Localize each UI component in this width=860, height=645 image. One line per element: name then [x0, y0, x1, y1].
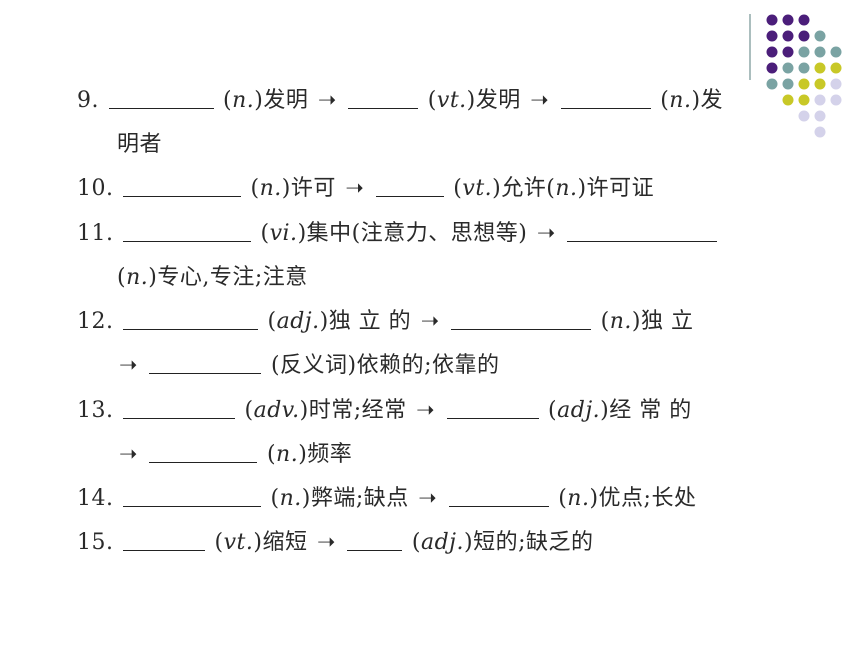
exercise-line-13: 13. (adv.)时常;经常 ➝ (adj.)经 常 的 [77, 398, 692, 423]
answer-blank[interactable] [446, 398, 539, 419]
item-number: 14. [77, 486, 114, 511]
decorative-dot [782, 62, 794, 74]
arrow-icon: ➝ [119, 353, 138, 378]
part-of-speech: vt. [436, 88, 467, 113]
exercise-line-15: 15. (vt.)缩短 ➝ (adj.)短的;缺乏的 [77, 530, 594, 555]
part-of-speech: n. [126, 265, 149, 290]
item-number: 13. [77, 398, 114, 423]
item-number: 9. [77, 88, 99, 113]
exercise-line-9-continued: 明者 [117, 132, 163, 157]
part-of-speech: n. [232, 88, 255, 113]
decorative-dot [798, 62, 810, 74]
part-of-speech: n. [259, 176, 282, 201]
answer-blank[interactable] [348, 88, 419, 109]
answer-blank[interactable] [108, 88, 214, 109]
decorative-dot [798, 14, 810, 26]
decorative-dot [782, 78, 794, 90]
exercise-line-10: 10. (n.)许可 ➝ (vt.)允许(n.)许可证 [77, 176, 655, 201]
answer-blank[interactable] [448, 486, 549, 507]
arrow-icon: ➝ [317, 88, 337, 113]
arrow-icon: ➝ [316, 530, 336, 555]
exercise-line-14: 14. (n.)弊端;缺点 ➝ (n.)优点;长处 [77, 486, 697, 511]
decorative-dot [814, 30, 826, 42]
answer-blank[interactable] [375, 176, 444, 197]
part-of-speech: n. [609, 309, 632, 334]
answer-blank[interactable] [149, 353, 262, 374]
decorative-dot [830, 62, 842, 74]
part-of-speech: n. [276, 442, 299, 467]
part-of-speech: adj. [557, 398, 601, 423]
part-of-speech: vt. [223, 530, 254, 555]
part-of-speech: n. [279, 486, 302, 511]
part-of-speech: n. [669, 88, 692, 113]
item-number: 12. [77, 309, 114, 334]
decorative-dot [814, 94, 826, 106]
part-of-speech: adj. [420, 530, 464, 555]
exercise-line-11: 11. (vi.)集中(注意力、思想等) ➝ [77, 221, 719, 247]
item-number: 11. [77, 221, 114, 246]
decorative-dot [814, 110, 826, 122]
answer-blank[interactable] [123, 309, 258, 330]
part-of-speech: n. [555, 176, 578, 201]
decorative-dot [814, 78, 826, 90]
exercise-line-11-continued: (n.)专心,专注;注意 [117, 265, 308, 290]
exercise-line-13-continued: ➝ (n.)频率 [119, 442, 353, 467]
part-of-speech: adv. [253, 398, 300, 423]
decorative-dot [766, 30, 778, 42]
decorative-dot [798, 78, 810, 90]
exercise-line-9: 9. (n.)发明 ➝ (vt.)发明 ➝ (n.)发 [77, 88, 724, 113]
decorative-dot [814, 46, 826, 58]
decorative-dot [798, 30, 810, 42]
decorative-dot [798, 46, 810, 58]
part-of-speech: vt. [462, 176, 493, 201]
exercise-line-12: 12. (adj.)独 立 的 ➝ (n.)独 立 [77, 309, 694, 334]
item-number: 15. [77, 530, 114, 555]
answer-blank[interactable] [149, 442, 258, 463]
answer-blank[interactable] [123, 398, 235, 419]
decorative-dot [782, 30, 794, 42]
arrow-icon: ➝ [530, 88, 550, 113]
arrow-icon: ➝ [420, 309, 440, 334]
exercise-line-12-continued: ➝ (反义词)依赖的;依靠的 [119, 353, 500, 378]
decorative-dot [782, 14, 794, 26]
decorative-dot [798, 110, 810, 122]
decorative-dot [766, 78, 778, 90]
decorative-dot [830, 46, 842, 58]
arrow-icon: ➝ [536, 221, 556, 246]
arrow-icon: ➝ [345, 176, 365, 201]
decorative-dot [830, 78, 842, 90]
decorative-dot [814, 126, 826, 138]
answer-blank[interactable] [123, 486, 261, 507]
answer-blank[interactable] [123, 221, 251, 242]
part-of-speech: vi. [269, 221, 298, 246]
decorative-dot [798, 94, 810, 106]
decorative-dot [830, 94, 842, 106]
answer-blank[interactable] [560, 88, 651, 109]
decorative-dot [814, 62, 826, 74]
arrow-icon: ➝ [119, 442, 138, 467]
item-number: 10. [77, 176, 114, 201]
decorative-dot [766, 46, 778, 58]
decorative-dot [766, 62, 778, 74]
answer-blank[interactable] [567, 221, 718, 242]
answer-blank[interactable] [123, 530, 205, 551]
answer-blank[interactable] [451, 309, 592, 330]
part-of-speech: n. [567, 486, 590, 511]
answer-blank[interactable] [123, 176, 241, 197]
decorative-dot [766, 14, 778, 26]
decorative-dot [782, 46, 794, 58]
arrow-icon: ➝ [416, 398, 436, 423]
part-of-speech: adj. [276, 309, 320, 334]
answer-blank[interactable] [347, 530, 403, 551]
arrow-icon: ➝ [418, 486, 438, 511]
decorative-dot [782, 94, 794, 106]
